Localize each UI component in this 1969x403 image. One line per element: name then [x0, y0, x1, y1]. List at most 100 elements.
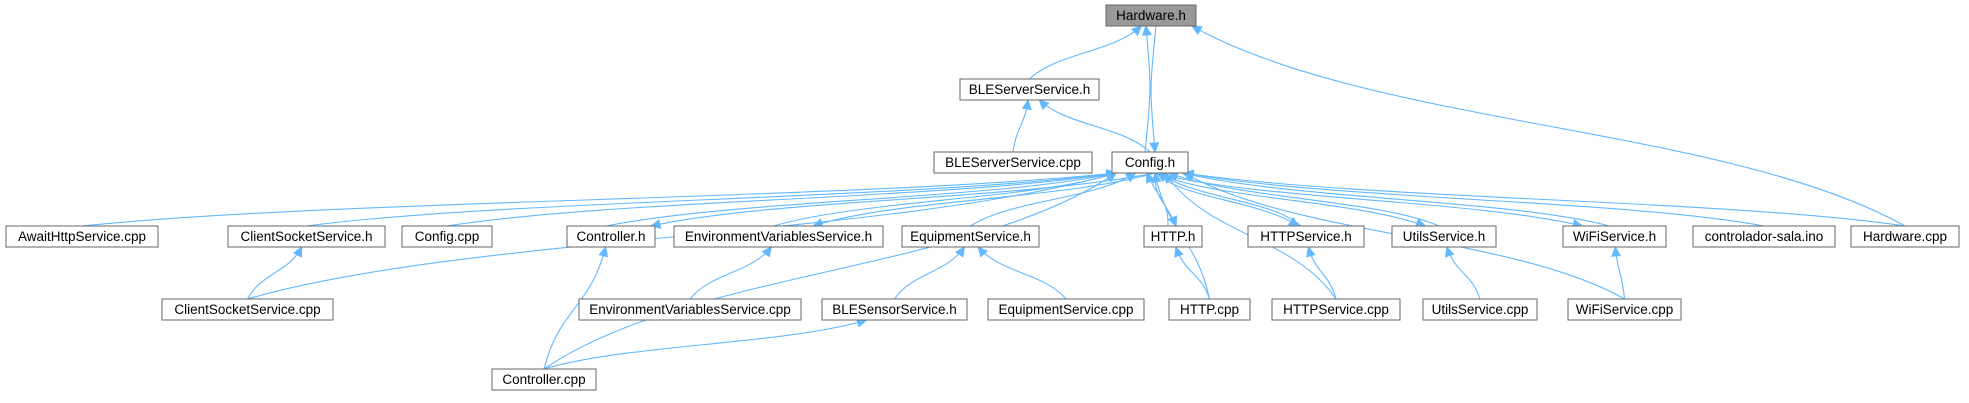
- node-config-h[interactable]: Config.h: [1111, 151, 1189, 174]
- edge-line: [1154, 172, 1583, 227]
- node-awaithttpservice-cpp[interactable]: AwaitHttpService.cpp: [5, 225, 159, 248]
- arrowhead-icon: [1149, 142, 1160, 154]
- edge-line: [605, 172, 1117, 227]
- node-box[interactable]: [1105, 4, 1197, 27]
- edge-hardware_cpp-to-config_h: [1182, 169, 1906, 227]
- arrowhead-icon: [1021, 98, 1032, 111]
- edge-line: [1183, 172, 1906, 227]
- edge-line: [1038, 99, 1151, 153]
- node-box[interactable]: [1143, 225, 1203, 248]
- node-box[interactable]: [491, 368, 597, 391]
- arrowhead-icon: [977, 246, 989, 258]
- edge-utilsservice_cpp-to-utilsservice_h: [1445, 245, 1481, 300]
- arrowhead-icon: [1038, 99, 1050, 111]
- node-box[interactable]: [673, 225, 884, 248]
- node-environmentvariablesservice-cpp[interactable]: EnvironmentVariablesService.cpp: [578, 298, 802, 321]
- node-equipmentservice-cpp[interactable]: EquipmentService.cpp: [987, 298, 1145, 321]
- node-clientsocketservice-h[interactable]: ClientSocketService.h: [227, 225, 386, 248]
- node-label: Config.cpp: [415, 229, 480, 244]
- edge-equipmentservice_h-to-config_h: [970, 172, 1137, 227]
- node-box[interactable]: [933, 151, 1093, 174]
- node-hardware-h[interactable]: Hardware.h: [1105, 4, 1197, 27]
- node-box[interactable]: [1168, 298, 1251, 321]
- edge-line: [81, 172, 1117, 227]
- edge-line: [543, 246, 607, 370]
- edge-line: [1150, 25, 1157, 153]
- edge-line: [1157, 172, 1302, 227]
- node-blesensorservice-h[interactable]: BLESensorService.h: [821, 298, 968, 321]
- edge-line: [813, 172, 1156, 227]
- node-label: Controller.h: [576, 229, 645, 244]
- node-utilsservice-h[interactable]: UtilsService.h: [1391, 225, 1497, 248]
- edge-line: [543, 172, 1117, 370]
- node-box[interactable]: [401, 225, 493, 248]
- node-box[interactable]: [566, 225, 656, 248]
- node-hardware-cpp[interactable]: Hardware.cpp: [1850, 225, 1960, 248]
- node-label: WiFiService.h: [1573, 229, 1656, 244]
- edge-environmentvariablesservice_h-to-config_h: [773, 171, 1118, 227]
- node-controlador-sala-ino[interactable]: controlador-sala.ino: [1692, 225, 1836, 248]
- node-utilsservice-cpp[interactable]: UtilsService.cpp: [1422, 298, 1538, 321]
- node-label: EnvironmentVariablesService.h: [685, 229, 872, 244]
- node-label: EquipmentService.h: [910, 229, 1031, 244]
- node-box[interactable]: [5, 225, 159, 248]
- node-httpservice-cpp[interactable]: HTTPService.cpp: [1271, 298, 1401, 321]
- node-controller-cpp[interactable]: Controller.cpp: [491, 368, 597, 391]
- arrowhead-icon: [598, 245, 609, 258]
- node-label: HTTPService.cpp: [1283, 302, 1389, 317]
- edge-hardware_cpp-to-hardware_h: [1190, 25, 1906, 227]
- arrowhead-icon: [1611, 245, 1622, 257]
- edge-environmentvariablesservice_cpp-to-environmentvariablesservice_h: [689, 246, 773, 300]
- node-environmentvariablesservice-h[interactable]: EnvironmentVariablesService.h: [673, 225, 884, 248]
- node-wifiservice-h[interactable]: WiFiService.h: [1562, 225, 1667, 248]
- node-config-cpp[interactable]: Config.cpp: [401, 225, 493, 248]
- edge-line: [1191, 25, 1906, 227]
- arrowhead-icon: [1306, 245, 1316, 258]
- edge-line: [894, 246, 965, 300]
- node-box[interactable]: [1422, 298, 1538, 321]
- node-equipmentservice-h[interactable]: EquipmentService.h: [901, 225, 1040, 248]
- node-box[interactable]: [227, 225, 386, 248]
- node-bleserverservice-cpp[interactable]: BLEServerService.cpp: [933, 151, 1093, 174]
- node-box[interactable]: [1567, 298, 1682, 321]
- arrowhead-icon: [1182, 169, 1195, 180]
- node-wifiservice-cpp[interactable]: WiFiService.cpp: [1567, 298, 1682, 321]
- edge-line: [446, 172, 1117, 227]
- node-controller-h[interactable]: Controller.h: [566, 225, 656, 248]
- node-box[interactable]: [1247, 225, 1365, 248]
- edge-hardware_h-to-config_h: [1149, 25, 1160, 154]
- node-http-h[interactable]: HTTP.h: [1143, 225, 1203, 248]
- node-box[interactable]: [578, 298, 802, 321]
- edge-config_h-to-hardware_h: [1141, 24, 1152, 153]
- node-bleserverservice-h[interactable]: BLEServerService.h: [959, 78, 1100, 101]
- arrowhead-icon: [1141, 24, 1152, 36]
- node-label: HTTP.cpp: [1180, 302, 1239, 317]
- node-box[interactable]: [1271, 298, 1401, 321]
- edge-http_cpp-to-http_h: [1174, 245, 1211, 300]
- node-clientsocketservice-cpp[interactable]: ClientSocketService.cpp: [161, 298, 334, 321]
- node-box[interactable]: [1111, 151, 1189, 174]
- edge-line: [1154, 172, 1426, 227]
- edge-line: [650, 172, 1156, 227]
- edge-config_h-to-controller_h: [649, 172, 1156, 229]
- node-box[interactable]: [821, 298, 968, 321]
- nodes-layer: Hardware.hBLEServerService.hBLEServerSer…: [5, 4, 1960, 391]
- arrowhead-icon: [954, 246, 966, 258]
- edge-line: [306, 172, 1117, 227]
- node-box[interactable]: [1692, 225, 1836, 248]
- node-box[interactable]: [959, 78, 1100, 101]
- node-box[interactable]: [901, 225, 1040, 248]
- node-httpservice-h[interactable]: HTTPService.h: [1247, 225, 1365, 248]
- node-label: Config.h: [1125, 155, 1175, 170]
- node-box[interactable]: [987, 298, 1145, 321]
- edge-line: [970, 172, 1136, 227]
- node-http-cpp[interactable]: HTTP.cpp: [1168, 298, 1251, 321]
- edge-bleserverservice_cpp-to-bleserverservice_h: [1012, 98, 1032, 153]
- edge-line: [773, 172, 1117, 227]
- node-box[interactable]: [1391, 225, 1497, 248]
- node-box[interactable]: [161, 298, 334, 321]
- edge-equipmentservice_cpp-to-equipmentservice_h: [977, 246, 1067, 300]
- node-box[interactable]: [1562, 225, 1667, 248]
- node-box[interactable]: [1850, 225, 1960, 248]
